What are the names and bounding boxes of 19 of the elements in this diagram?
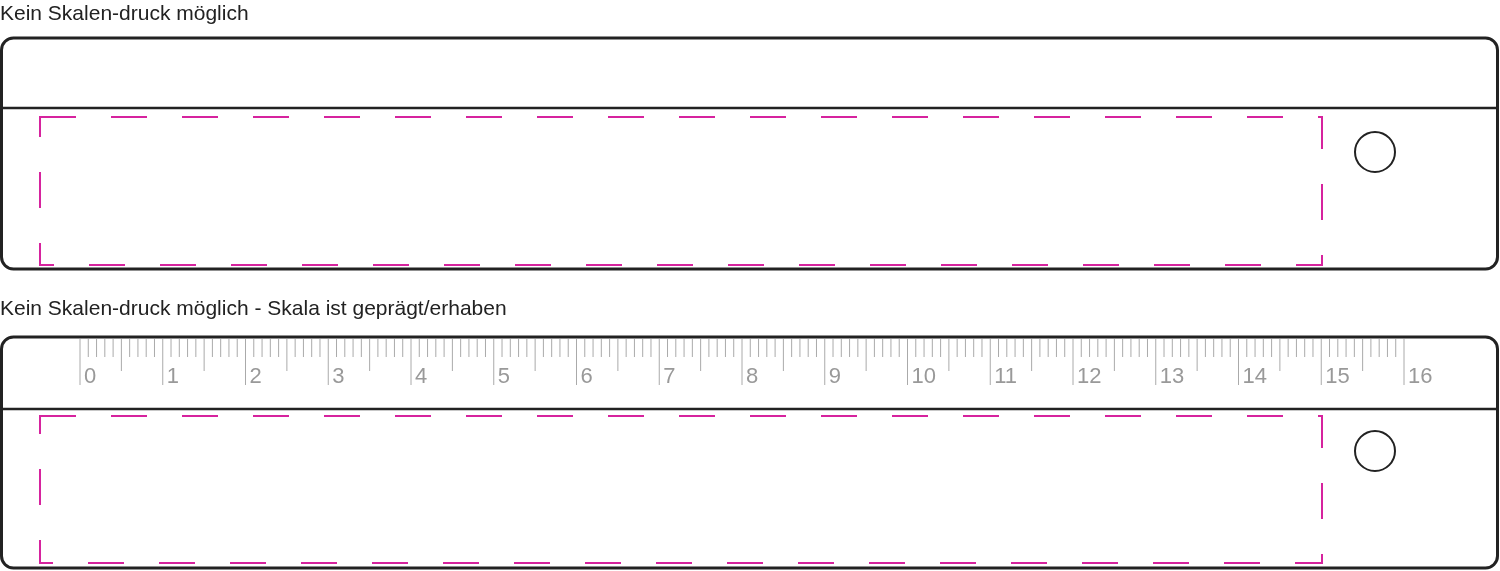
- scale-number: 6: [580, 365, 593, 387]
- scale-number: 5: [497, 365, 510, 387]
- heading: Kein Skalen-druck möglich - Skala ist geprägt/erhaben: [0, 297, 507, 318]
- scale-number: 12: [1077, 365, 1102, 387]
- scale-number: 9: [828, 365, 841, 387]
- scale-number: 0: [84, 365, 97, 387]
- scale-number: 7: [663, 365, 676, 387]
- scale-number: 2: [249, 365, 262, 387]
- scale-number: 15: [1325, 365, 1350, 387]
- scale-number: 1: [166, 365, 179, 387]
- scale-number: 13: [1159, 365, 1185, 387]
- scale-number: 16: [1408, 365, 1433, 387]
- scale-number: 10: [911, 365, 936, 387]
- heading: Kein Skalen-druck möglich: [0, 2, 249, 23]
- scale-number: 3: [332, 365, 345, 387]
- scale-number: 8: [746, 365, 759, 387]
- scale-number: 4: [415, 365, 428, 387]
- scale-number: 11: [994, 365, 1018, 387]
- scale-number: 14: [1242, 365, 1267, 387]
